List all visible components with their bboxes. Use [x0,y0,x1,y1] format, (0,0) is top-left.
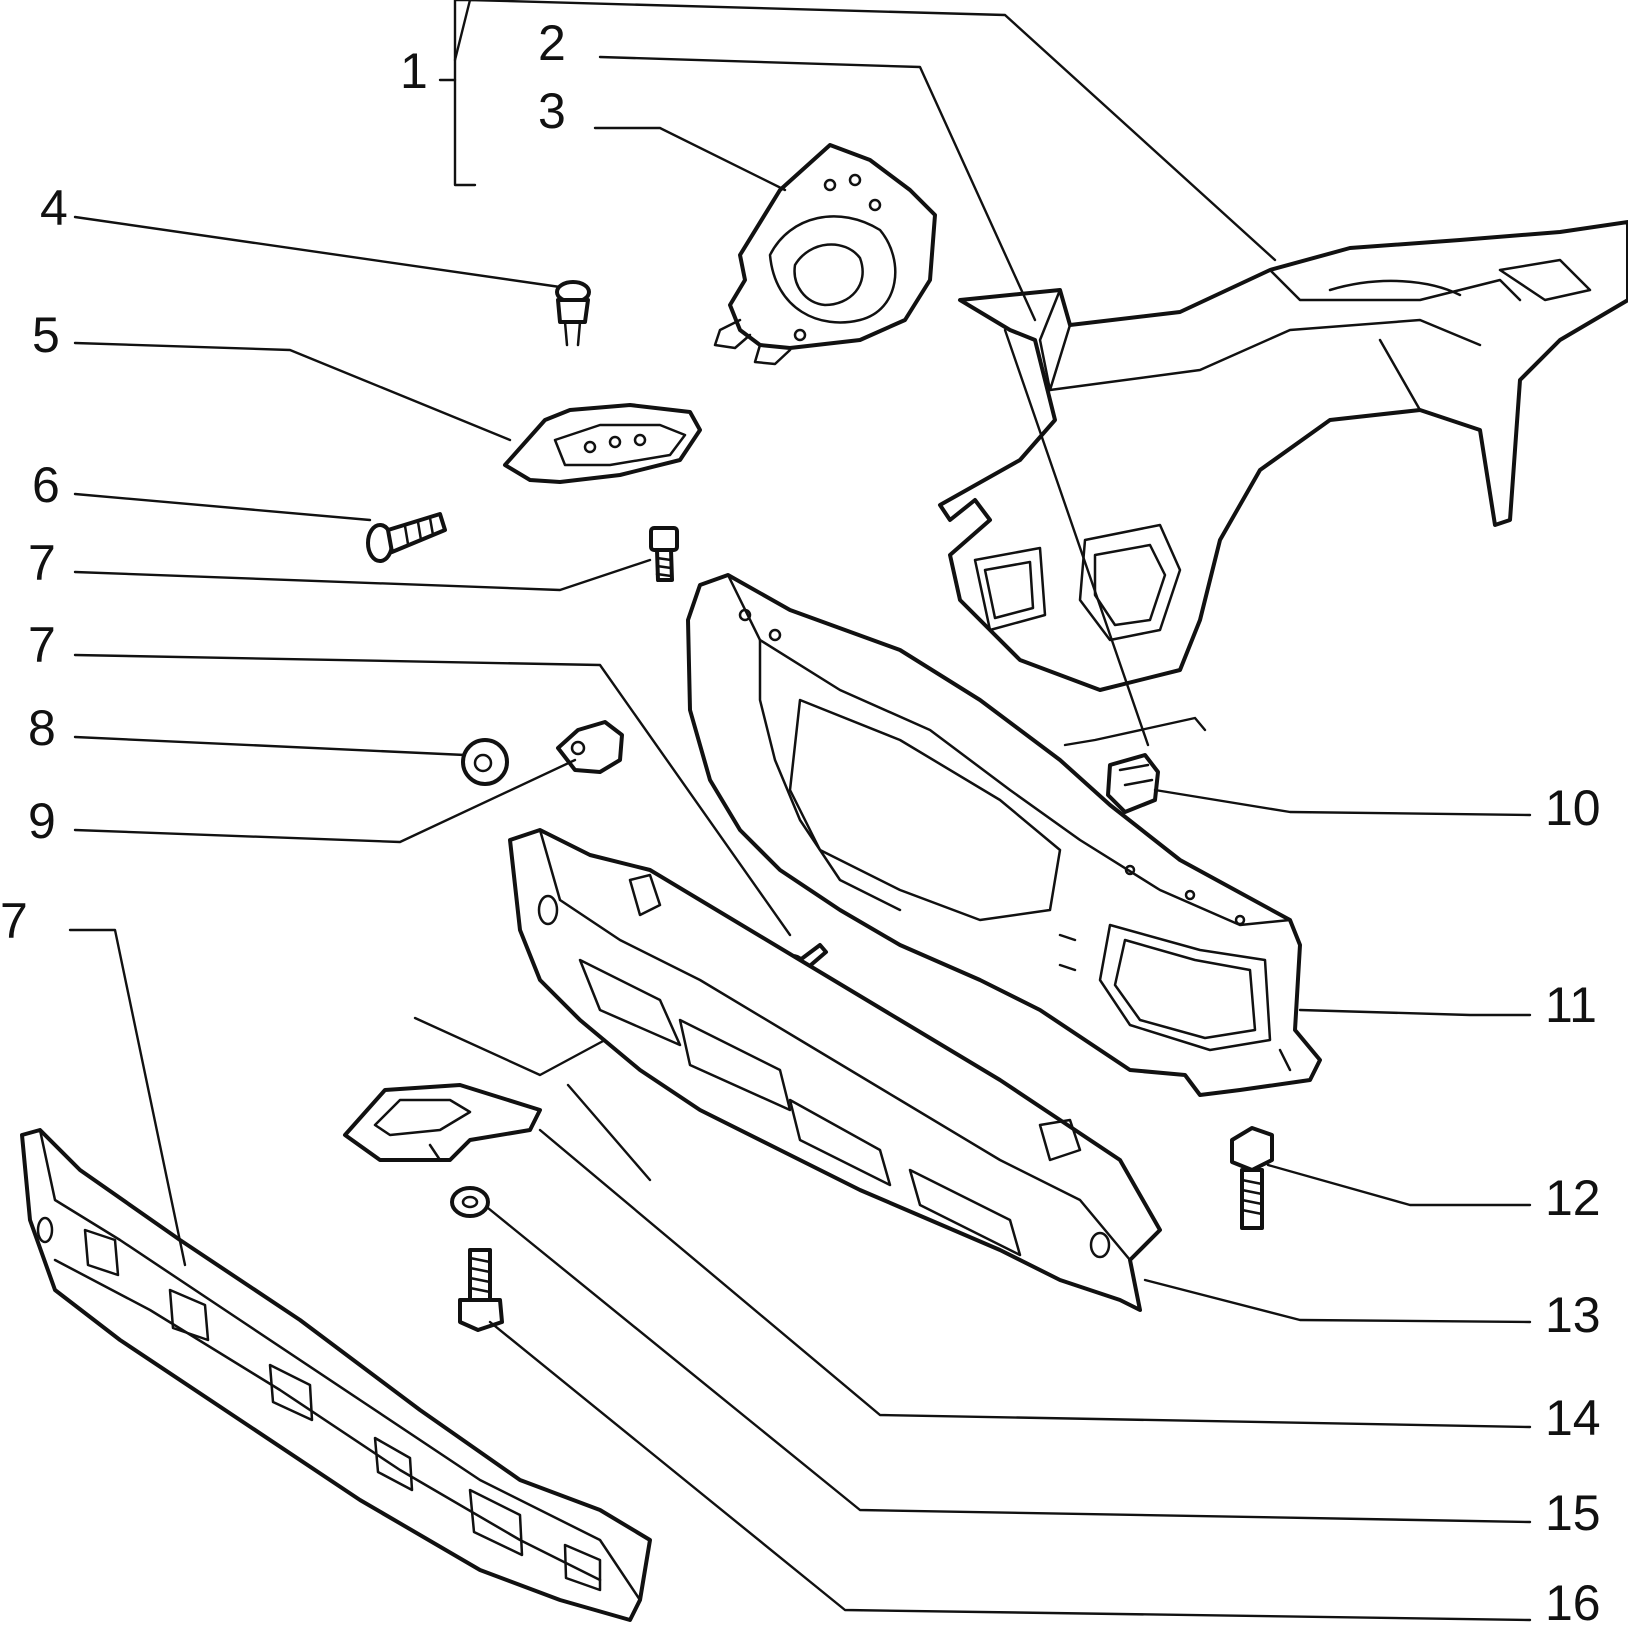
part-3-shock-tower-plate [713,143,937,366]
label-3: 3 [538,83,566,139]
label-9: 8 [28,700,56,756]
label-11: 10 [1545,780,1601,836]
leader-line-15 [538,1128,1532,1429]
leader-line-5 [73,341,512,442]
leader-line-16 [486,1206,1532,1524]
part-17-bolt [458,1248,504,1332]
leader-line-13 [1266,1163,1532,1207]
leader-line-7b [73,758,577,844]
label-12: 11 [1545,977,1597,1033]
label-1: 1 [400,43,428,99]
label-8: 7 [28,617,56,673]
part-5-grommet-bracket [503,403,702,484]
label-14: 13 [1545,1287,1601,1343]
label-6: 6 [32,457,60,513]
leader-line-12 [1298,1008,1532,1017]
part-13-bolt [1230,1126,1274,1230]
label-7a: 7 [28,535,56,591]
leader-line-14-bracket [413,1016,652,1182]
part-16-washer [450,1186,490,1218]
leader-line-11 [1153,788,1532,817]
leader-bracket-11 [1063,716,1207,747]
leader-line-6 [73,492,372,522]
label-13: 12 [1545,1170,1601,1226]
leader-line-3 [593,126,787,192]
part-1-wheel-arch-side-member [938,220,1628,692]
label-2: 2 [538,15,566,71]
leader-line-10 [68,928,187,1267]
part-9-washer [461,738,509,786]
label-4: 4 [40,180,68,236]
leader-line-14 [1143,1278,1532,1324]
part-6-screw [366,512,447,563]
leader-line-17 [488,1320,1532,1622]
label-15: 14 [1545,1390,1601,1446]
part-12-front-panel [686,573,1322,1097]
part-14-bumper-beam [508,828,1162,1312]
label-16: 15 [1545,1485,1601,1541]
leader-line-11-to-1 [1003,328,1150,747]
label-7b: 9 [28,793,56,849]
leader-line-1 [453,0,1277,262]
leader-line-9 [73,735,467,757]
part-11-cage-nut [1106,753,1160,814]
label-10: 7 [0,893,28,949]
leader-line-8 [73,653,792,937]
part-7-bolt-upper [649,526,679,582]
leader-line-2 [598,55,1037,322]
part-15-bracket [343,1083,542,1162]
leader-line-7a [73,558,652,592]
label-5: 5 [32,307,60,363]
part-4-clip [555,280,591,347]
callout-labels: 1 2 3 4 5 6 7 7 8 9 7 10 11 12 13 14 15 … [0,15,1601,1625]
leader-lines [68,0,1532,1622]
label-17: 16 [1545,1575,1601,1625]
leader-bracket-1 [453,0,477,187]
leader-line-4 [73,215,562,289]
